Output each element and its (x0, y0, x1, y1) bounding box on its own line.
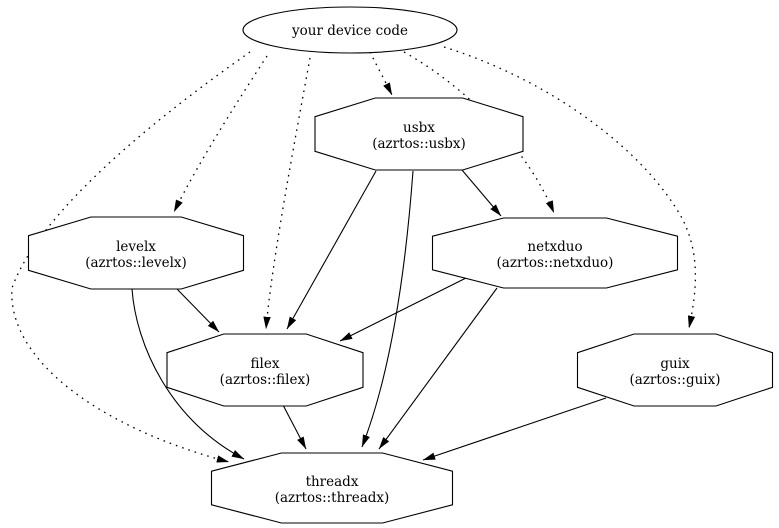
edge-device-netxduo (403, 51, 555, 214)
node-netxduo: netxduo(azrtos::netxduo) (431, 217, 679, 289)
nodes-layer: your device codeusbx(azrtos::usbx)levelx… (27, 6, 774, 524)
octagon-shape (27, 216, 245, 290)
node-sublabel-usbx: (azrtos::usbx) (372, 136, 466, 152)
edge-usbx-filex (286, 170, 377, 330)
node-label-device: your device code (291, 23, 408, 39)
octagon-shape (166, 333, 364, 407)
octagon-shape (314, 97, 524, 171)
node-sublabel-filex: (azrtos::filex) (220, 372, 311, 388)
node-sublabel-guix: (azrtos::guix) (630, 372, 721, 388)
node-label-filex: filex (251, 356, 280, 372)
node-sublabel-levelx: (azrtos::levelx) (85, 255, 187, 271)
octagon-shape (431, 217, 679, 289)
edge-device-usbx (369, 51, 393, 96)
edge-netxduo-threadx (378, 287, 498, 450)
node-threadx: threadx(azrtos::threadx) (210, 452, 454, 524)
octagon-shape (576, 333, 774, 407)
edge-netxduo-filex (339, 277, 467, 342)
edges-layer (11, 46, 697, 463)
edge-device-filex (263, 57, 311, 330)
node-label-threadx: threadx (306, 474, 359, 490)
node-sublabel-netxduo: (azrtos::netxduo) (497, 255, 614, 271)
node-sublabel-threadx: (azrtos::threadx) (275, 490, 390, 506)
node-levelx: levelx(azrtos::levelx) (27, 216, 245, 290)
node-label-netxduo: netxduo (527, 239, 582, 255)
node-label-guix: guix (660, 356, 690, 372)
node-device: your device code (242, 6, 458, 54)
edge-device-threadx (11, 51, 251, 463)
node-label-levelx: levelx (116, 239, 156, 255)
edge-usbx-netxduo (461, 169, 502, 217)
edge-usbx-threadx (361, 170, 414, 448)
edge-device-levelx (173, 55, 268, 213)
node-filex: filex(azrtos::filex) (166, 333, 364, 407)
edge-levelx-threadx (131, 288, 245, 460)
octagon-shape (210, 452, 454, 524)
node-guix: guix(azrtos::guix) (576, 333, 774, 407)
edge-guix-threadx (422, 397, 607, 461)
node-usbx: usbx(azrtos::usbx) (314, 97, 524, 171)
edge-levelx-filex (175, 287, 220, 333)
ellipse-shape (242, 6, 458, 54)
edge-filex-threadx (282, 404, 307, 450)
node-label-usbx: usbx (403, 120, 435, 136)
